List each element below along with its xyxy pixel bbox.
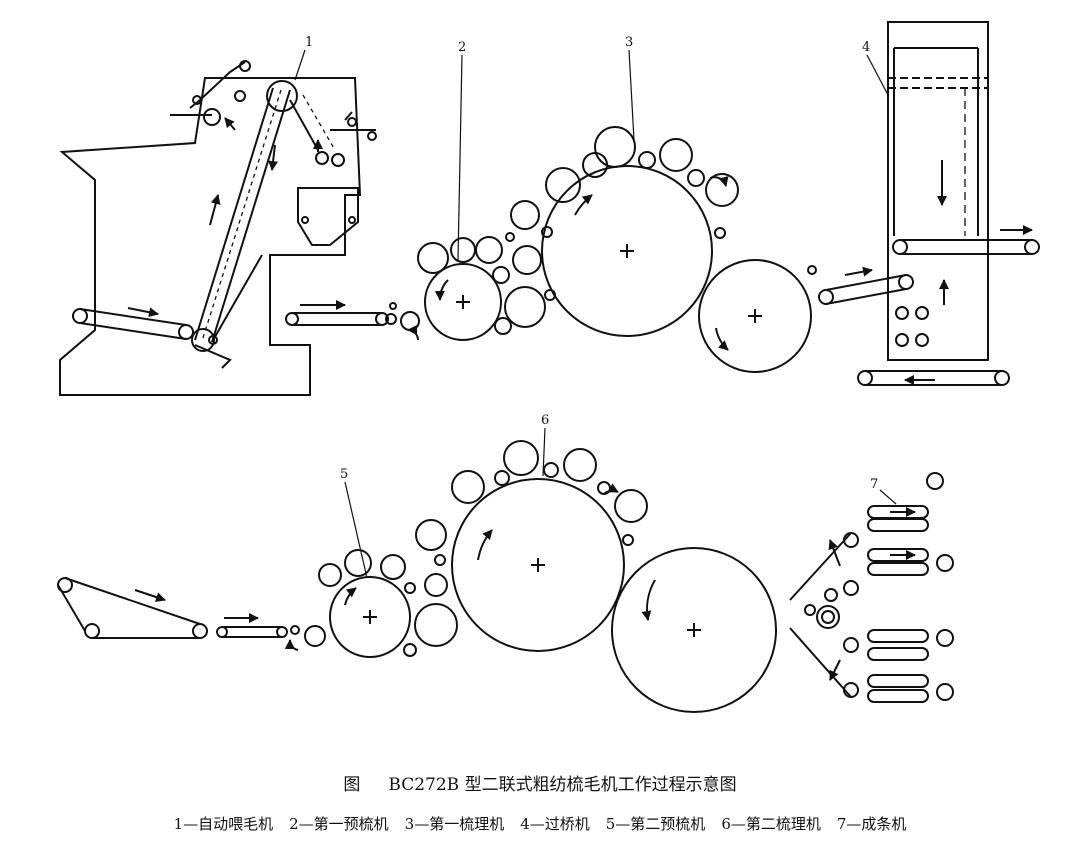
legend-item: 4—过桥机 [520, 815, 590, 833]
label-7: 7 [870, 477, 878, 492]
label-6: 6 [541, 413, 549, 428]
first-pre-carding-machine [285, 236, 512, 341]
bridge-machine [818, 21, 1040, 386]
legend-item: 2—第一预梳机 [289, 815, 389, 833]
label-leaders [294, 49, 897, 579]
label-5: 5 [340, 467, 348, 482]
label-4: 4 [862, 40, 870, 55]
label-2: 2 [458, 40, 466, 55]
legend-item: 3—第一梳理机 [404, 815, 505, 833]
label-1: 1 [305, 35, 313, 50]
second-pre-carding-machine [284, 519, 458, 658]
caption-title: BC272B 型二联式粗纺梳毛机工作过程示意图 [388, 775, 737, 795]
component-number-labels: 1 2 3 4 5 6 7 [305, 35, 878, 492]
caption-prefix: 图 [343, 775, 361, 795]
rubbing-aprons [867, 505, 929, 703]
carding-machine-diagram: 1 2 3 4 5 6 7 [57, 21, 1040, 713]
sliver-forming-machine [789, 472, 954, 703]
figure-caption: 图 BC272B 型二联式粗纺梳毛机工作过程示意图 [0, 770, 1080, 795]
figure-legend: 1—自动喂毛机 2—第一预梳机 3—第一梳理机 4—过桥机 5—第二预梳机 6—第二梳理机… [0, 813, 1080, 834]
legend-item: 5—第二预梳机 [605, 815, 706, 833]
legend-item: 6—第二梳理机 [721, 815, 821, 833]
feed-apron [57, 577, 288, 639]
automatic-feeder-machine [59, 60, 377, 396]
second-carding-machine [451, 440, 777, 713]
label-3: 3 [625, 35, 633, 50]
legend-item: 1—自动喂毛机 [173, 815, 274, 833]
legend-item: 7—成条机 [836, 815, 907, 833]
first-carding-machine [504, 126, 817, 373]
